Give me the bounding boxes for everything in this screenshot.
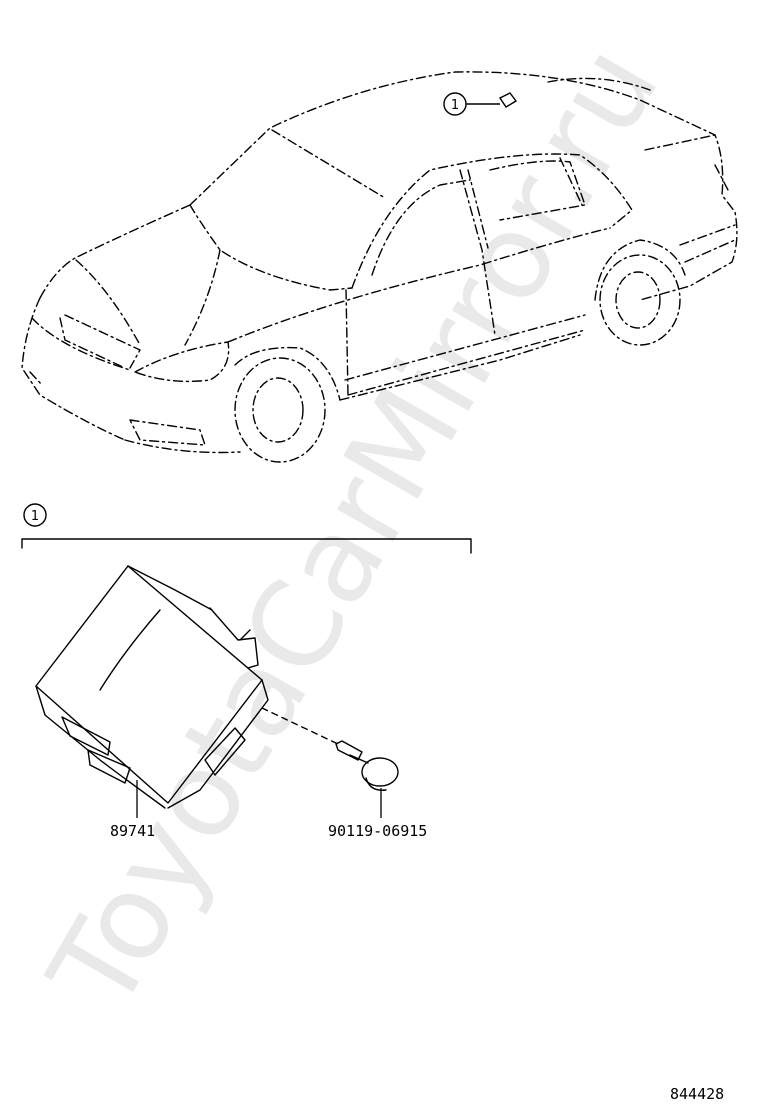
diagram-id: 844428 bbox=[670, 1085, 724, 1103]
watermark: ToyotaCarMirror.ru bbox=[22, 23, 685, 1033]
module-location-marker bbox=[498, 92, 518, 108]
vehicle-outline bbox=[21, 71, 738, 463]
part-number-89741: 89741 bbox=[110, 822, 155, 840]
section-1-header: 1 bbox=[21, 503, 472, 554]
car-callout-number: 1 bbox=[451, 98, 459, 113]
control-module-drawing bbox=[35, 565, 269, 809]
section-callout-number: 1 bbox=[31, 509, 39, 524]
part-number-90119-06915: 90119-06915 bbox=[328, 822, 427, 840]
bolt-drawing bbox=[335, 740, 399, 791]
car-callout: 1 bbox=[443, 92, 518, 116]
